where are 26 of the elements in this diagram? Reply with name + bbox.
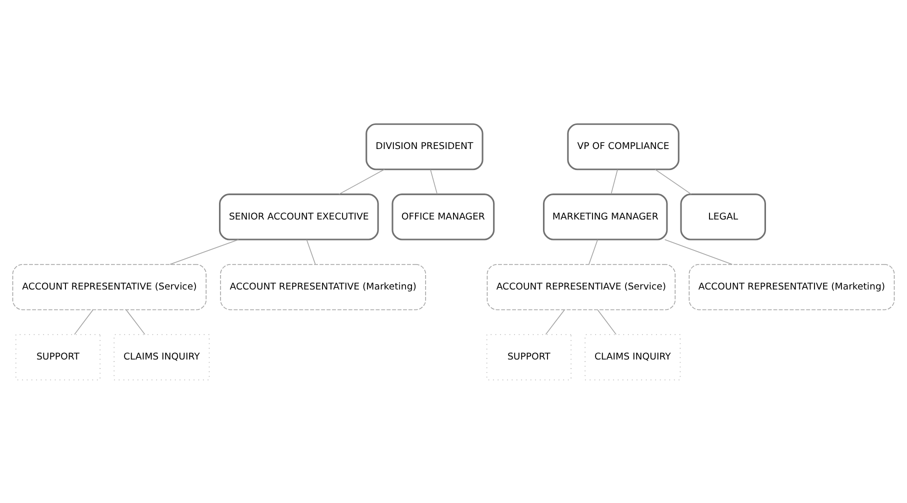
connector: [126, 309, 146, 334]
connector: [430, 168, 438, 194]
node-box: CLAIMS INQUIRY: [584, 334, 681, 380]
node-box: SUPPORT: [15, 334, 100, 380]
connector: [610, 168, 618, 194]
node-box: ACCOUNT REPRESENTATIVE (Service): [12, 264, 206, 310]
connector: [654, 168, 692, 194]
node-box: ACCOUNT REPRESENTATIVE (Marketing): [220, 264, 426, 310]
connector: [306, 238, 316, 264]
node-box: DIVISION PRESIDENT: [366, 122, 484, 170]
node-box: ACCOUNT REPRESENTIAVE (Service): [486, 264, 676, 310]
connector: [664, 238, 733, 264]
node-box: MARKETING MANAGER: [542, 193, 668, 240]
connector: [588, 238, 598, 264]
node-box: SUPPORT: [486, 334, 572, 380]
connector: [597, 309, 616, 334]
node-box: SENIOR ACCOUNT EXECUTIVE: [218, 193, 379, 240]
node-box: OFFICE MANAGER: [392, 193, 495, 240]
node-box: LEGAL: [680, 193, 766, 240]
node-box: VP OF COMPLIANCE: [567, 122, 680, 170]
connector: [545, 309, 565, 334]
node-box: ACCOUNT REPRESENTATIVE (Marketing): [688, 264, 895, 310]
connector: [74, 309, 94, 334]
connector: [170, 238, 239, 264]
connector: [338, 168, 385, 194]
node-box: CLAIMS INQUIRY: [114, 334, 210, 380]
